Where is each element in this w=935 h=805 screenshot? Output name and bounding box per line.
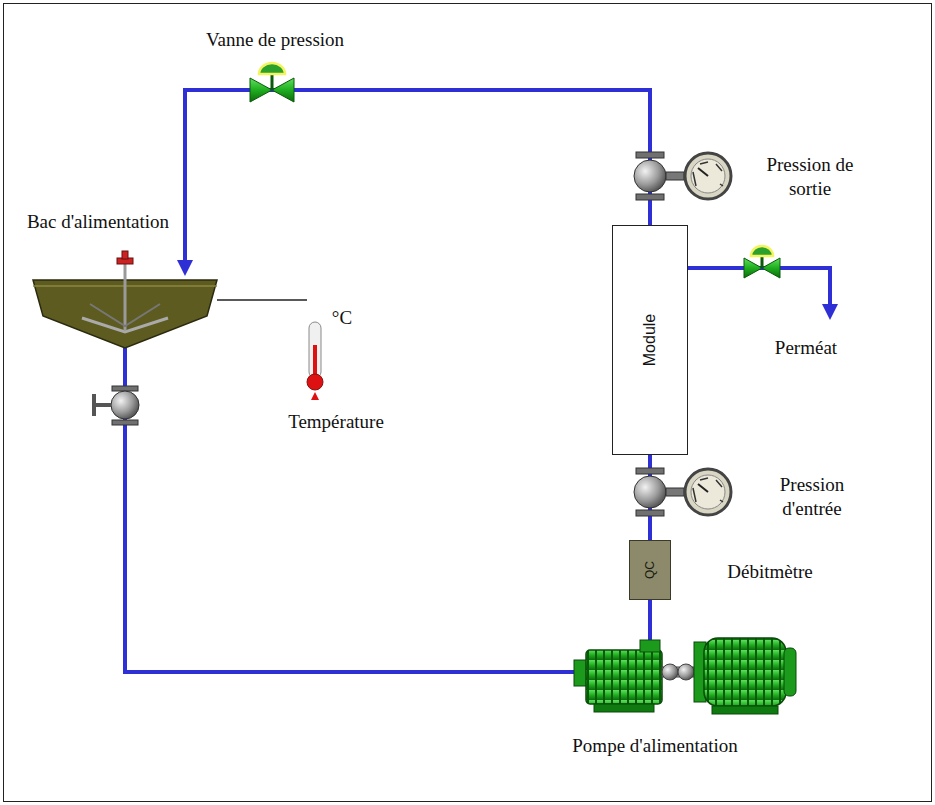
coupling (662, 664, 694, 680)
pressure-valve (250, 63, 294, 102)
thermometer (217, 300, 323, 400)
gauge-label: Pression de sortie (750, 153, 870, 201)
return-pipe (185, 90, 650, 268)
motor (694, 638, 796, 714)
permeate-valve (744, 246, 780, 278)
outlet-pressure-gauge (634, 152, 731, 200)
suction-pipe (125, 345, 575, 672)
feed-pump (574, 640, 662, 712)
gauge-label: Pression d'entrée (752, 473, 872, 521)
frame (4, 4, 932, 802)
inlet-pressure-gauge (634, 468, 731, 516)
feed-tank (33, 251, 217, 348)
node-text: QC (643, 561, 657, 579)
permeate-pipe (688, 268, 830, 312)
flowmeter-label: Débitmètre (705, 560, 835, 584)
flowmeter-box: QC (629, 540, 671, 600)
unit-label: °C (322, 306, 362, 330)
tank-label: Bac d'alimentation (23, 210, 173, 234)
pump-label: Pompe d'alimentation (535, 734, 775, 758)
node-text: Module (641, 314, 659, 366)
valve-label: Vanne de pression (165, 28, 385, 52)
outlet-label: Perméat (746, 336, 866, 360)
membrane-module: Module (612, 225, 688, 455)
sensor-label: Température (266, 410, 406, 434)
tank-outlet-valve (94, 386, 139, 425)
pipes (125, 90, 830, 672)
